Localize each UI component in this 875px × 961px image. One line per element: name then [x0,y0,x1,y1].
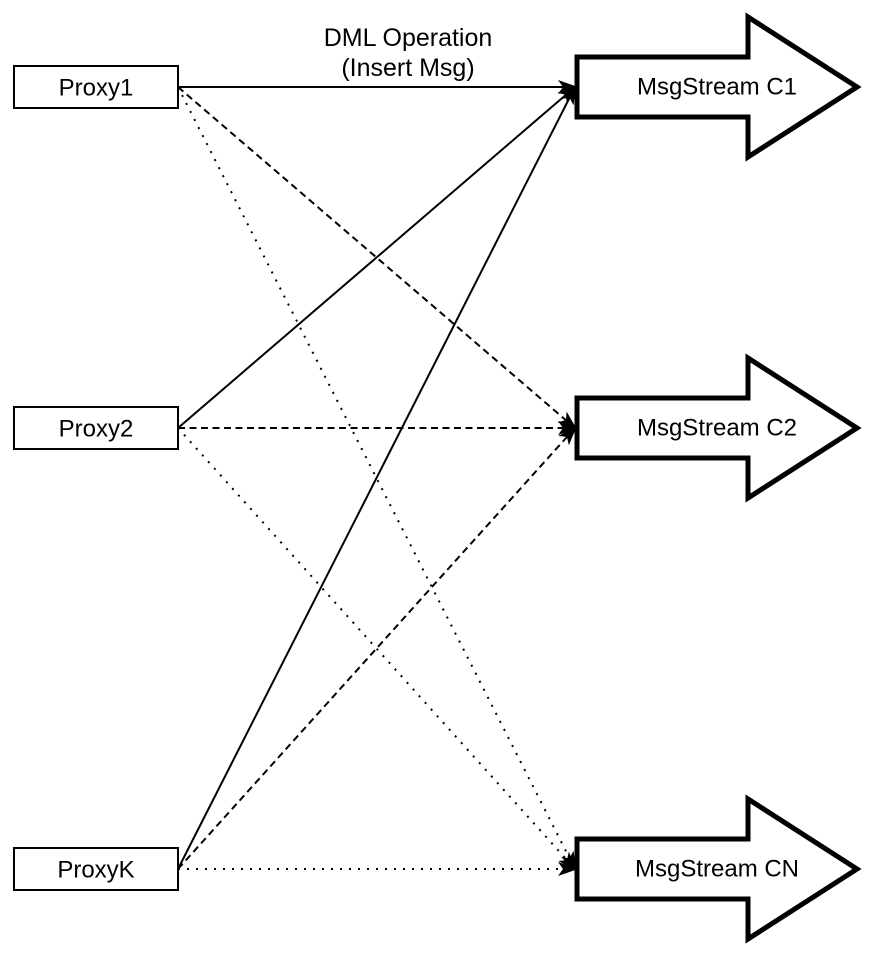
edge-label-line1: DML Operation [324,24,493,52]
msgstream-c1-node: MsgStream C1 [574,12,862,162]
msgstream-cn-node: MsgStream CN [574,794,862,944]
msgstream-cn-arrow-shape [574,794,862,944]
proxy1-node: Proxy1 [13,65,179,109]
edge-label-dml-operation: DML Operation (Insert Msg) [324,24,493,82]
edge-proxyk-msgstream-c1 [177,84,577,870]
proxy-nodes: Proxy1 Proxy2 ProxyK [13,65,179,891]
proxy2-box [13,406,179,450]
connection-edges [177,80,578,876]
proxy2-label: Proxy2 [59,416,134,443]
edge-proxy2-msgstream-c1 [177,85,578,429]
msgstream-c2-label: MsgStream C2 [637,415,797,442]
msgstream-cn-label: MsgStream CN [635,856,799,883]
edge-proxy1-msgstream-cn [177,86,577,872]
proxy2-node: Proxy2 [13,406,179,450]
msgstream-c1-label: MsgStream C1 [637,74,797,101]
msgstream-arrows: MsgStream C1 MsgStream C2 MsgStream CN [574,12,862,944]
edge-proxyk-msgstream-c2 [177,425,578,870]
proxy1-box [13,65,179,109]
proxyk-label: ProxyK [57,857,134,884]
edge-proxy1-msgstream-c2 [177,86,578,430]
msgstream-c2-node: MsgStream C2 [574,353,862,503]
edge-label-line2: (Insert Msg) [341,54,474,82]
proxy1-label: Proxy1 [59,75,134,102]
edge-proxy2-msgstream-cn [177,427,578,872]
proxyk-box [13,847,179,891]
msgstream-c1-arrow-shape [574,12,862,162]
msgstream-c2-arrow-shape [574,353,862,503]
proxyk-node: ProxyK [13,847,179,891]
